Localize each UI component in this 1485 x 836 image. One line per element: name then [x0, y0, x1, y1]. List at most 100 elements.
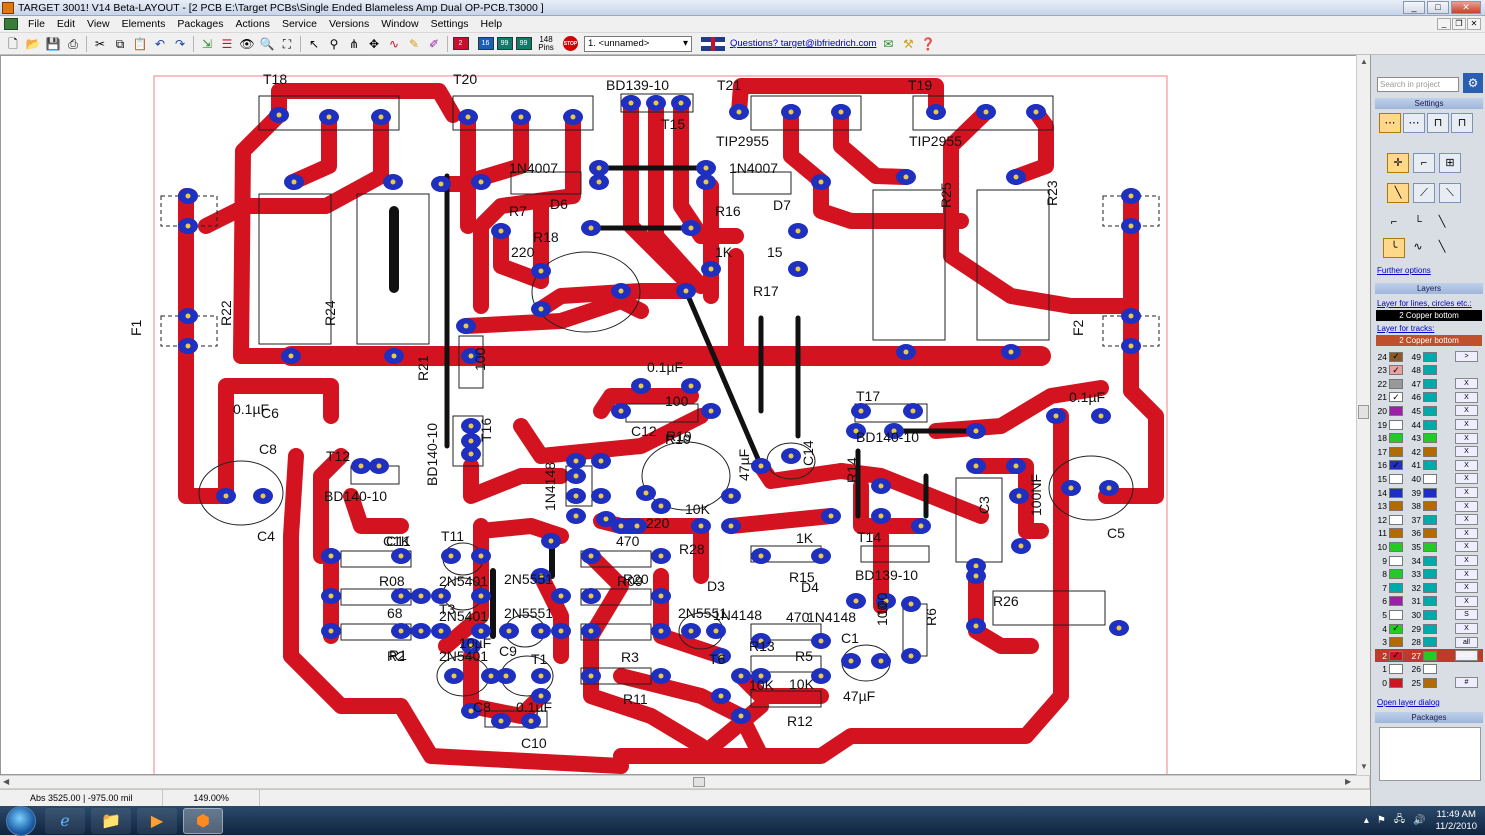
layer-color-swatch[interactable]: [1423, 473, 1437, 484]
angle-free-icon[interactable]: ⟋: [1413, 183, 1435, 203]
packages-header[interactable]: Packages: [1375, 712, 1483, 723]
bend-2-icon[interactable]: └: [1414, 216, 1422, 228]
layer-99-button[interactable]: 99: [496, 37, 513, 50]
layer-side-button[interactable]: S: [1455, 609, 1478, 621]
layer-visibility-checkbox[interactable]: [1389, 473, 1403, 484]
menu-versions[interactable]: Versions: [328, 18, 370, 30]
layer-side-button[interactable]: all: [1455, 636, 1478, 648]
vertical-scroll-thumb[interactable]: [1358, 405, 1369, 419]
layer-side-button[interactable]: #: [1455, 677, 1478, 689]
layer-visibility-checkbox[interactable]: [1389, 514, 1403, 525]
layer-color-swatch[interactable]: [1423, 392, 1437, 403]
layer-visibility-checkbox[interactable]: [1389, 419, 1403, 430]
clock[interactable]: 11:49 AM 11/2/2010: [1435, 809, 1477, 833]
layer-side-button[interactable]: X: [1455, 568, 1478, 580]
layer-visibility-checkbox[interactable]: [1389, 501, 1403, 512]
layer-row[interactable]: 24✓49>: [1375, 350, 1483, 363]
layer-side-button[interactable]: X: [1455, 405, 1478, 417]
doc-restore-button[interactable]: ❐: [1452, 18, 1466, 30]
autoroute-icon[interactable]: ⋔: [348, 36, 360, 51]
layer-color-swatch[interactable]: [1423, 405, 1437, 416]
layer-side-button[interactable]: X: [1455, 378, 1478, 390]
cursor-mode-icon[interactable]: ⌐: [1413, 153, 1435, 173]
layer-visibility-checkbox[interactable]: [1389, 528, 1403, 539]
layer-side-button[interactable]: X: [1455, 487, 1478, 498]
menu-window[interactable]: Window: [381, 18, 419, 30]
email-icon[interactable]: ✉: [883, 36, 894, 51]
help-icon[interactable]: ❓: [920, 36, 936, 51]
layer-visibility-checkbox[interactable]: [1389, 446, 1403, 457]
layer-color-swatch[interactable]: [1423, 460, 1437, 471]
layer-color-swatch[interactable]: [1423, 419, 1437, 430]
layer-side-button[interactable]: X: [1455, 595, 1478, 607]
bend-5-icon[interactable]: ∿: [1413, 241, 1423, 253]
view-icon[interactable]: 👁: [239, 36, 255, 51]
angle-45-icon[interactable]: ╲: [1387, 183, 1409, 203]
scroll-up-icon[interactable]: ▲: [1360, 57, 1368, 66]
open-folder-icon[interactable]: 📂: [25, 36, 41, 51]
binoculars-icon[interactable]: ⚲: [329, 36, 339, 51]
track-mode-2-icon[interactable]: ⋯: [1403, 113, 1425, 133]
scroll-right-icon[interactable]: ▶: [1345, 777, 1352, 786]
pcb-layout-svg[interactable]: T18T20BD139-10T15T21T19TIP2955TIP29551N4…: [1, 56, 1357, 775]
menu-service[interactable]: Service: [281, 18, 317, 30]
measure-icon[interactable]: ✐: [428, 36, 440, 51]
media-player-icon[interactable]: ▶: [137, 807, 177, 834]
menu-actions[interactable]: Actions: [235, 18, 270, 30]
menu-help[interactable]: Help: [480, 18, 503, 30]
action-center-flag-icon[interactable]: ⚑: [1376, 815, 1386, 826]
layer-side-button[interactable]: X: [1455, 432, 1478, 444]
volume-icon[interactable]: 🔊: [1412, 815, 1426, 826]
layer-color-swatch[interactable]: [1423, 541, 1437, 552]
layers-icon[interactable]: ☰: [221, 36, 233, 51]
target-3001-taskbar-icon[interactable]: ⬢: [183, 807, 223, 834]
redo-icon[interactable]: ↷: [174, 36, 186, 51]
layer-side-button[interactable]: none: [1455, 650, 1478, 662]
layer-color-swatch[interactable]: [1423, 650, 1437, 661]
track-mode-3-icon[interactable]: ⊓: [1427, 113, 1449, 133]
layer-side-button[interactable]: X: [1455, 391, 1478, 403]
draw-track-icon[interactable]: ∿: [388, 36, 400, 51]
angle-90-icon[interactable]: ⟍: [1439, 183, 1461, 203]
layer-99b-button[interactable]: 99: [515, 37, 532, 50]
place-component-icon[interactable]: ⇲: [201, 36, 213, 51]
layer-color-swatch[interactable]: [1423, 501, 1437, 512]
bend-4-icon[interactable]: ╰: [1383, 238, 1405, 258]
layer-visibility-checkbox[interactable]: [1389, 582, 1403, 593]
layer-visibility-checkbox[interactable]: [1389, 405, 1403, 416]
layer-color-swatch[interactable]: [1423, 609, 1437, 620]
menu-file[interactable]: File: [28, 18, 45, 30]
menu-view[interactable]: View: [87, 18, 110, 30]
layer-side-button[interactable]: X: [1455, 419, 1478, 430]
layer-2-button[interactable]: 2: [452, 37, 469, 50]
minimize-button[interactable]: _: [1403, 1, 1425, 14]
layer-visibility-checkbox[interactable]: [1389, 664, 1403, 675]
grid-select-icon[interactable]: ⊞: [1439, 153, 1461, 173]
project-tree-icon[interactable]: ⚙: [1463, 73, 1483, 93]
zoom-fit-icon[interactable]: ⛶: [282, 36, 292, 51]
layer-side-button[interactable]: X: [1455, 473, 1478, 485]
layer-side-button[interactable]: X: [1455, 500, 1478, 512]
paste-icon[interactable]: 📋: [132, 36, 148, 51]
bend-3-icon[interactable]: ╲: [1438, 216, 1446, 228]
horizontal-scrollbar[interactable]: ◀ ▶: [0, 775, 1369, 788]
scroll-left-icon[interactable]: ◀: [3, 777, 10, 786]
stop-icon[interactable]: STOP: [563, 36, 578, 51]
network-icon[interactable]: 🖧: [1393, 814, 1405, 825]
packages-list[interactable]: [1379, 727, 1481, 781]
undo-icon[interactable]: ↶: [154, 36, 166, 51]
layer-color-swatch[interactable]: [1423, 378, 1437, 389]
